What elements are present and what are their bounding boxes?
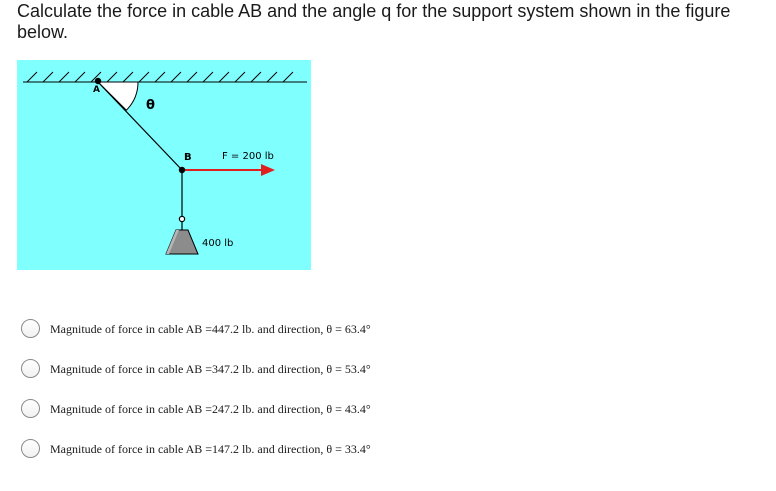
option-1[interactable]: Magnitude of force in cable AB =447.2 lb…: [21, 318, 441, 342]
label-b: B: [184, 152, 192, 163]
option-2[interactable]: Magnitude of force in cable AB =347.2 lb…: [21, 358, 441, 382]
option-4[interactable]: Magnitude of force in cable AB =147.2 lb…: [21, 438, 441, 462]
option-label: Magnitude of force in cable AB =247.2 lb…: [50, 402, 371, 416]
pin-a: [94, 77, 102, 85]
angle-arc: [96, 81, 139, 111]
radio-button[interactable]: [21, 359, 40, 378]
option-label: Magnitude of force in cable AB =347.2 lb…: [50, 362, 371, 376]
radio-button[interactable]: [21, 399, 40, 418]
question-text: Calculate the force in cable AB and the …: [17, 1, 731, 42]
cable-ab: [97, 81, 183, 171]
force-label: F = 200 lb: [222, 151, 274, 162]
option-label: Magnitude of force in cable AB =447.2 lb…: [50, 322, 371, 336]
weight-hook: [178, 215, 186, 223]
figure-background: [17, 60, 311, 270]
label-a: A: [93, 85, 100, 95]
option-label: Magnitude of force in cable AB =147.2 lb…: [50, 442, 371, 456]
pin-b: [178, 166, 186, 174]
label-theta: θ: [146, 98, 155, 113]
weight-label: 400 lb: [202, 238, 233, 249]
radio-button[interactable]: [21, 319, 40, 338]
option-3[interactable]: Magnitude of force in cable AB =247.2 lb…: [21, 398, 441, 422]
radio-button[interactable]: [21, 439, 40, 458]
force-arrow-head: [261, 164, 275, 176]
ceiling-hatching: [26, 71, 294, 83]
support-system-figure: A θ B F = 200 lb 400 lb: [17, 60, 311, 270]
